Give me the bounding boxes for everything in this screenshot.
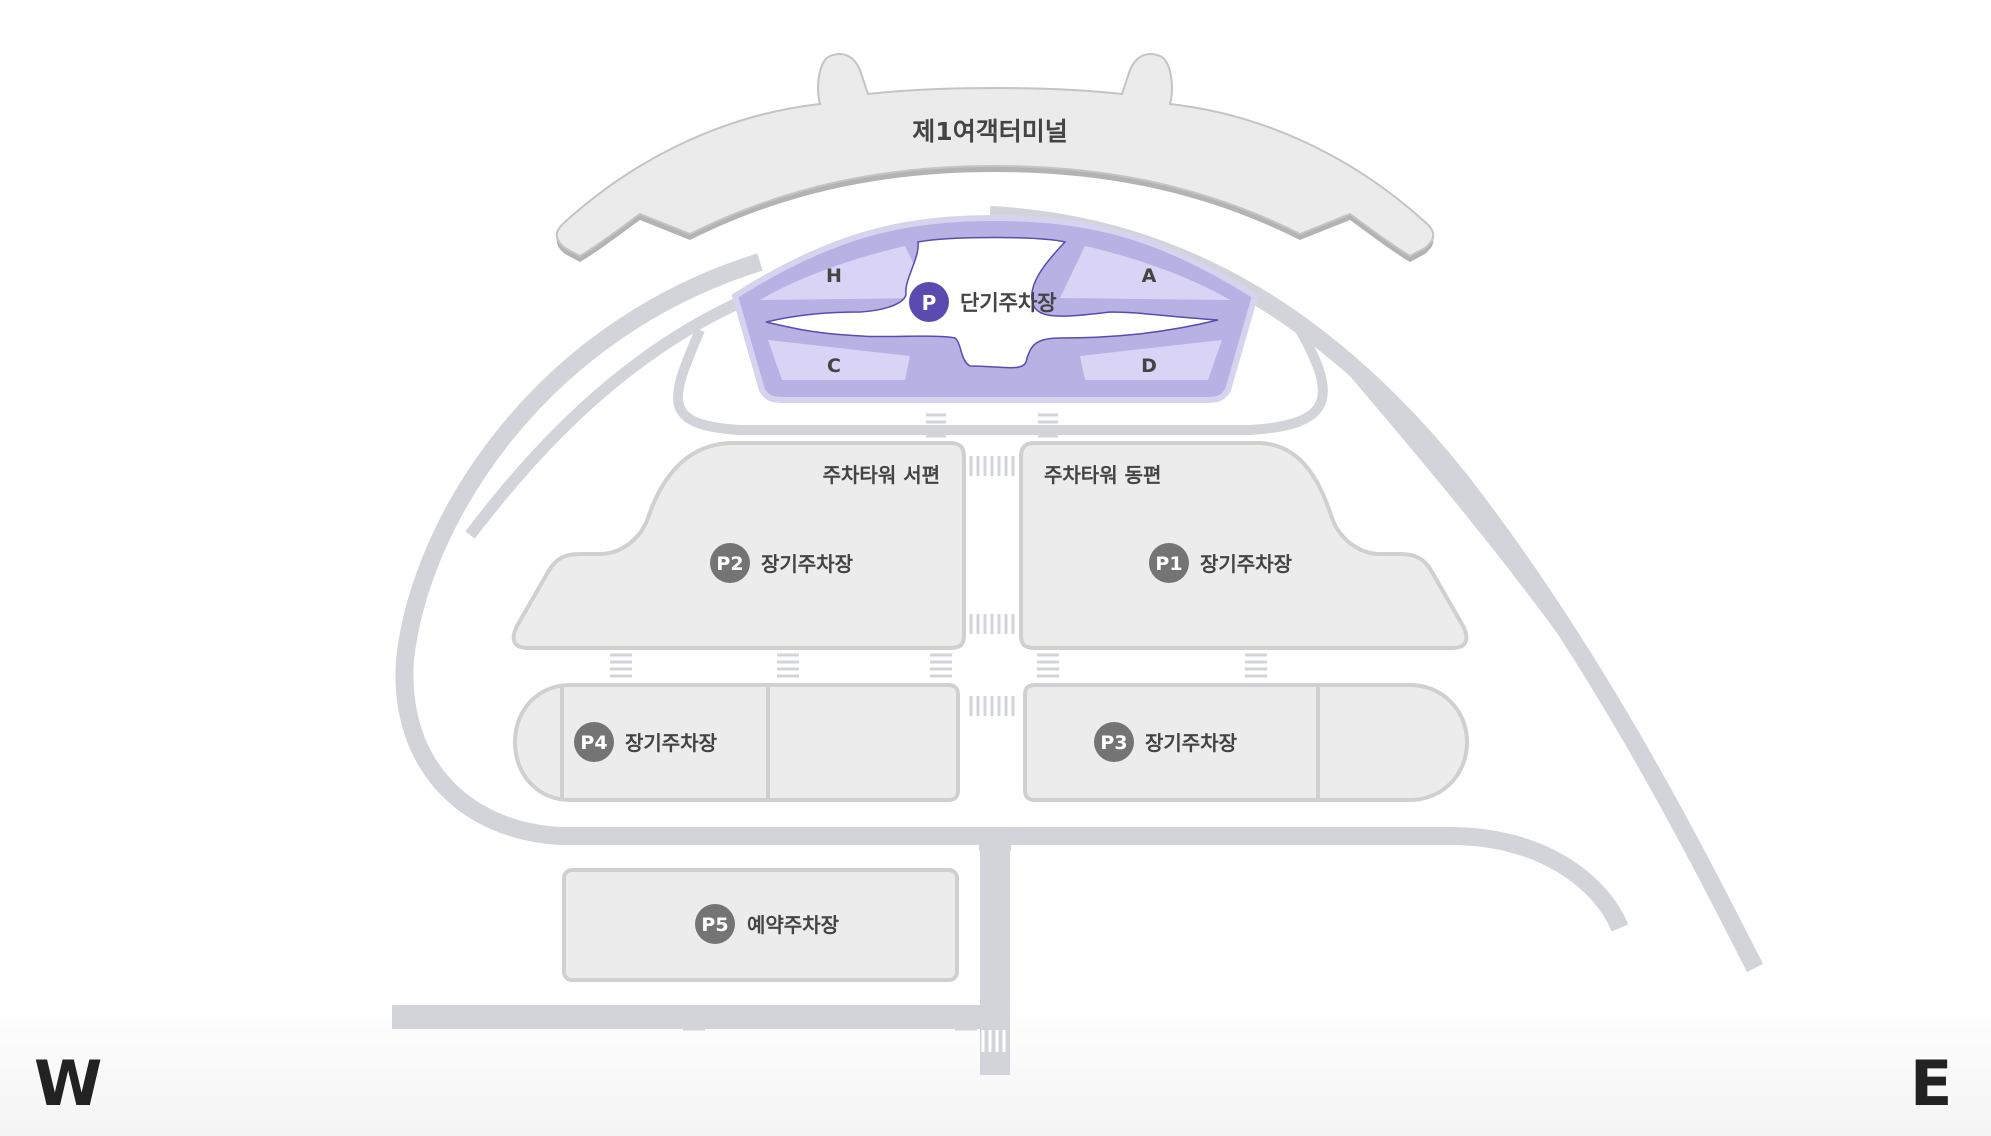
lot-p2-badge-text: P2 [716, 553, 743, 575]
crosswalk-p3p4 [969, 696, 1015, 716]
tower-west-label: 주차타워 서편 [823, 463, 940, 487]
gate-a-label: A [1142, 265, 1157, 287]
road-west-loop [395, 253, 995, 845]
crosswalk-row-5 [1245, 653, 1267, 678]
road-joint [979, 845, 1011, 851]
crosswalk-bottom-center [955, 1006, 977, 1031]
crosswalk-row-3 [930, 653, 952, 678]
lot-p3-badge-text: P3 [1100, 732, 1127, 754]
crosswalk-towers-upper [969, 456, 1015, 476]
lot-p3-shape [1023, 683, 1470, 802]
gate-c-label: C [827, 355, 841, 377]
short-term-parking[interactable]: P 단기주차장 H A C D [731, 214, 1259, 403]
lot-p4-badge-text: P4 [580, 732, 607, 754]
crosswalk-row-1 [610, 653, 632, 678]
compass-west: W [34, 1047, 103, 1120]
lot-p2[interactable]: 주차타워 서편 P2 장기주차장 [511, 441, 966, 650]
gate-d-label: D [1141, 355, 1157, 377]
crosswalks [610, 413, 1267, 1031]
tower-east-label: 주차타워 동편 [1044, 463, 1161, 487]
crosswalk-top-right [1038, 413, 1058, 438]
crosswalk-row-2 [777, 653, 799, 678]
lot-p5[interactable]: P5 예약주차장 [562, 868, 959, 982]
short-term-badge-text: P [922, 291, 937, 315]
gate-d-pad [1080, 340, 1222, 380]
terminal-body [555, 52, 1435, 258]
crosswalk-towers-lower [969, 614, 1015, 634]
lot-p5-badge-text: P5 [701, 914, 728, 936]
lot-p1[interactable]: 주차타워 동편 P1 장기주차장 [1019, 441, 1469, 650]
crosswalk-row-4 [1037, 653, 1059, 678]
lot-p3[interactable]: P3 장기주차장 [1023, 683, 1470, 802]
terminal-label: 제1여객터미널 [912, 117, 1067, 146]
gate-h-pad [760, 246, 930, 300]
gate-h-label: H [826, 265, 842, 287]
lot-p2-label: 장기주차장 [761, 552, 854, 576]
lot-p4-shape [512, 683, 960, 802]
gate-c-pad [768, 340, 910, 380]
crosswalk-bottom-left [683, 1006, 705, 1031]
lot-p4-label: 장기주차장 [625, 731, 718, 755]
lot-p5-label: 예약주차장 [747, 913, 840, 937]
compass-east: E [1910, 1047, 1953, 1120]
road-east-lower [995, 827, 1629, 932]
lot-p2-badge [710, 543, 750, 583]
road-west-ramp [465, 294, 748, 539]
short-term-badge [909, 282, 949, 322]
lot-p1-label: 장기주차장 [1200, 552, 1293, 576]
lot-p4-badge [574, 722, 614, 762]
lot-p3-badge [1094, 722, 1134, 762]
crosswalk-central [981, 1030, 1006, 1052]
lot-p1-badge-text: P1 [1155, 553, 1182, 575]
lot-p4[interactable]: P4 장기주차장 [512, 683, 960, 802]
road-ring [672, 327, 1328, 435]
crosswalk-top-left [926, 413, 946, 438]
short-term-label: 단기주차장 [960, 291, 1057, 315]
lot-p5-badge [695, 904, 735, 944]
lot-p5-shape [562, 868, 959, 982]
lot-p1-badge [1149, 543, 1189, 583]
terminal-building[interactable]: 제1여객터미널 [555, 52, 1435, 262]
lot-p1-shape [1019, 441, 1469, 650]
gate-a-pad [1060, 246, 1230, 300]
road-east-ramp [1335, 351, 1636, 734]
short-term-void [765, 236, 1219, 369]
lot-p3-label: 장기주차장 [1145, 731, 1238, 755]
